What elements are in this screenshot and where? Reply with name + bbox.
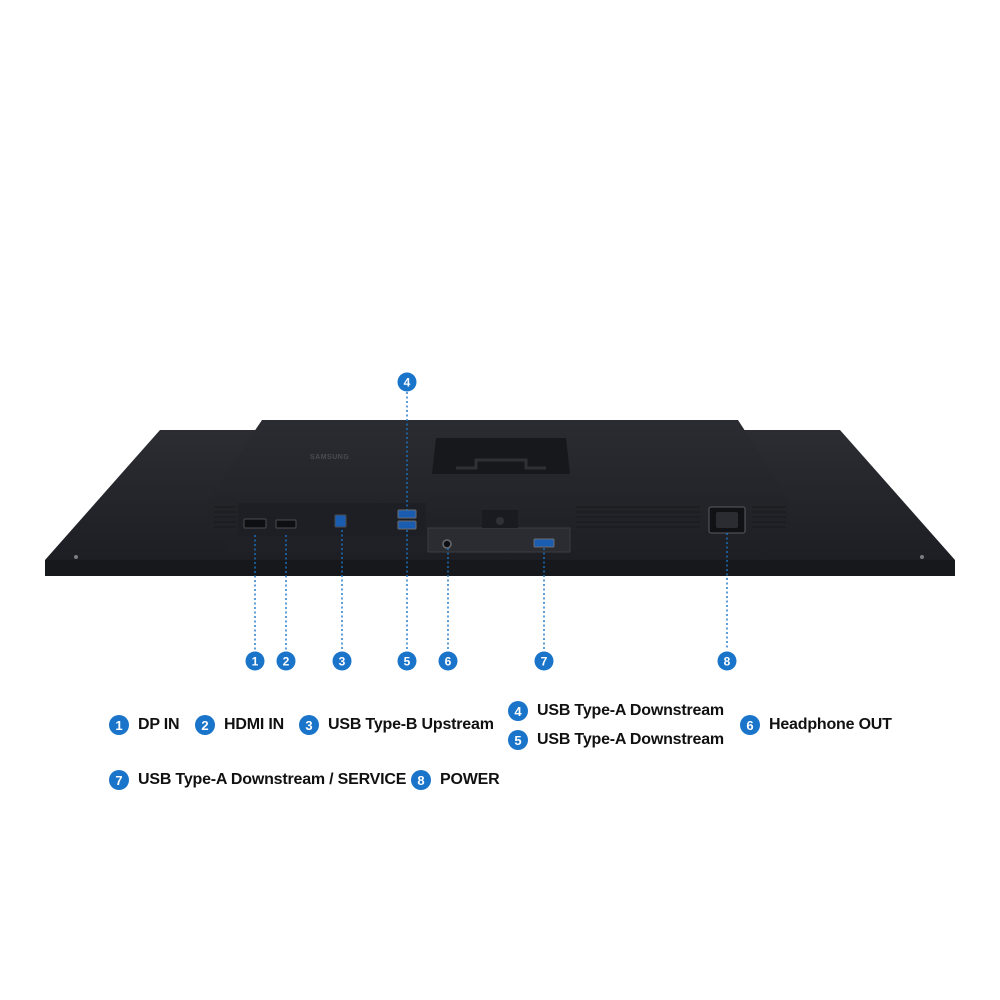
legend-number: 5 [508, 730, 528, 750]
svg-text:6: 6 [445, 655, 452, 669]
leader-lines [254, 392, 728, 650]
legend-item-5: 5 USB Type-A Downstream [508, 730, 724, 750]
legend-number: 3 [299, 715, 319, 735]
callout-badge-2: 2 [276, 651, 296, 671]
callout-badge-6: 6 [438, 651, 458, 671]
legend-number: 6 [740, 715, 760, 735]
monitor-rear: SAMSUNG [45, 420, 955, 576]
legend-item-6: 6 Headphone OUT [740, 715, 892, 735]
legend-label: Headphone OUT [769, 716, 892, 733]
legend-item-7: 7 USB Type-A Downstream / SERVICE [109, 770, 406, 790]
callout-badges: 4 1 2 3 5 6 7 8 [245, 372, 737, 671]
stand-mount-recess [432, 438, 570, 474]
usb-a-port-bottom [397, 520, 417, 530]
stand-mount-hook [456, 458, 546, 470]
legend-number: 2 [195, 715, 215, 735]
stand-screw [496, 517, 504, 525]
port-strip [238, 503, 426, 536]
legend-label: USB Type-A Downstream [537, 731, 724, 748]
panel-screw-right [920, 555, 924, 559]
svg-text:2: 2 [283, 655, 290, 669]
legend-label: USB Type-A Downstream / SERVICE [138, 771, 407, 788]
svg-text:7: 7 [541, 655, 548, 669]
power-socket-inner [716, 512, 738, 528]
hdmi-port [275, 519, 297, 529]
svg-text:8: 8 [724, 655, 731, 669]
usb-a-port-top [397, 509, 417, 519]
panel-front-edge [45, 560, 955, 576]
legend-label: POWER [440, 771, 500, 788]
callout-badge-1: 1 [245, 651, 265, 671]
legend-label: DP IN [138, 716, 180, 733]
svg-text:5: 5 [404, 655, 411, 669]
callout-badge-3: 3 [332, 651, 352, 671]
legend-item-2: 2 HDMI IN [195, 715, 284, 735]
legend-number: 7 [109, 770, 129, 790]
usb-a-service-port [533, 538, 555, 548]
vent-lines [214, 506, 786, 528]
headphone-jack [442, 539, 452, 549]
legend-number: 4 [508, 701, 528, 721]
port-strip-lower [228, 536, 428, 552]
callout-badge-4: 4 [397, 372, 417, 392]
legend-item-1: 1 DP IN [109, 715, 180, 735]
legend-label: USB Type-B Upstream [328, 716, 494, 733]
callout-badge-7: 7 [534, 651, 554, 671]
dp-port [243, 518, 267, 529]
legend-label: HDMI IN [224, 716, 284, 733]
svg-text:1: 1 [252, 655, 259, 669]
legend-item-3: 3 USB Type-B Upstream [299, 715, 494, 735]
svg-text:3: 3 [339, 655, 346, 669]
legend-item-8: 8 POWER [411, 770, 500, 790]
legend-item-4: 4 USB Type-A Downstream [508, 701, 724, 721]
legend-label: USB Type-A Downstream [537, 702, 724, 719]
panel-screw-left [74, 555, 78, 559]
legend-number: 1 [109, 715, 129, 735]
brand-logo: SAMSUNG [310, 454, 349, 461]
legend-number: 8 [411, 770, 431, 790]
svg-text:4: 4 [404, 376, 411, 390]
usb-b-port [334, 514, 347, 528]
callout-badge-8: 8 [717, 651, 737, 671]
callout-badge-5: 5 [397, 651, 417, 671]
